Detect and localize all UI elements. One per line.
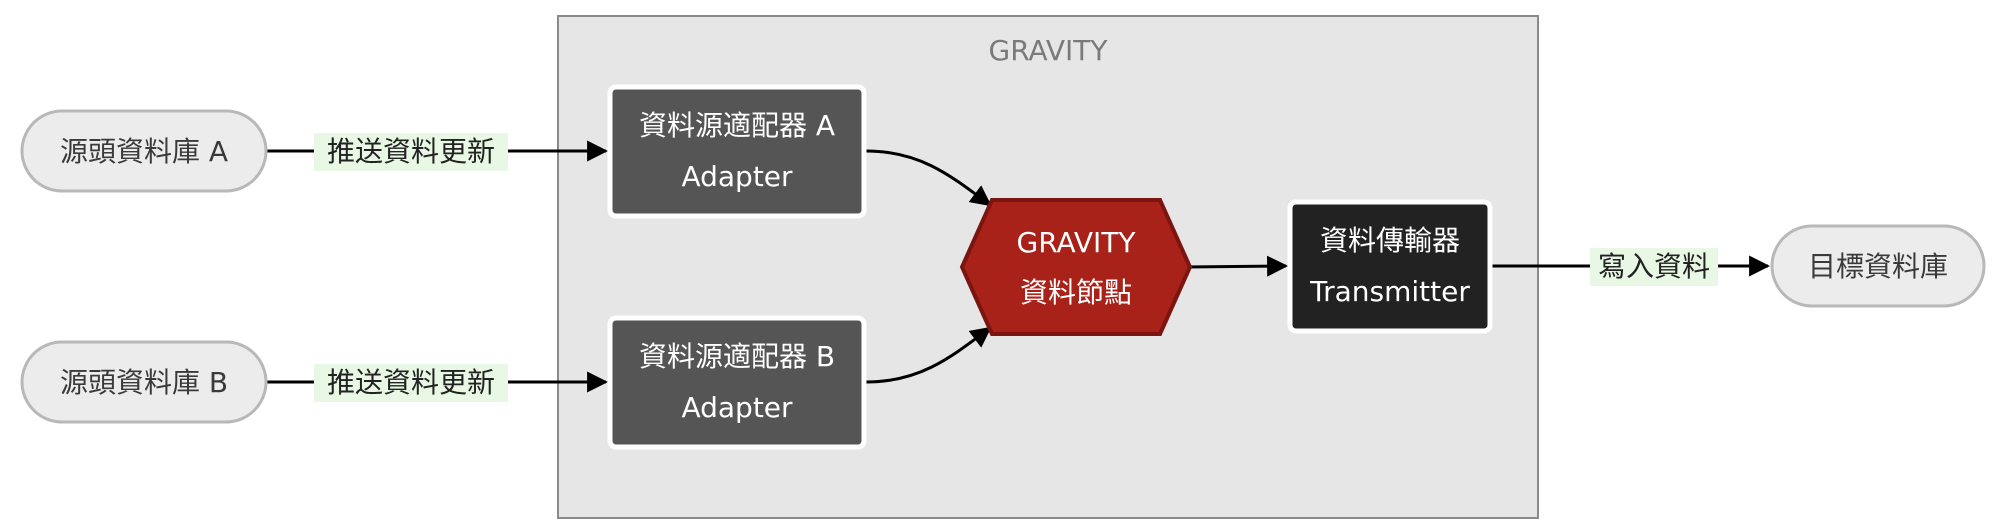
transmitter-subtitle: Transmitter: [1309, 275, 1470, 308]
source-db-b: 源頭資料庫 B: [20, 340, 268, 424]
edge-adapter-a-to-gravity: [865, 149, 992, 207]
source-db-a-label: 源頭資料庫 A: [60, 135, 228, 168]
target-db: 目標資料庫: [1770, 224, 1986, 308]
adapter-a-subtitle: Adapter: [681, 160, 793, 193]
edge-label-source-a: 推送資料更新: [314, 133, 508, 171]
adapter-b-title: 資料源適配器 B: [639, 340, 835, 373]
edge-label-write: 寫入資料: [1590, 248, 1718, 286]
source-db-b-label: 源頭資料庫 B: [60, 366, 228, 399]
adapter-a: 資料源適配器 A Adapter: [607, 84, 867, 219]
edge-label-write-text: 寫入資料: [1598, 250, 1710, 283]
edge-label-source-a-text: 推送資料更新: [327, 135, 495, 168]
adapter-b-subtitle: Adapter: [681, 391, 793, 424]
gravity-node-title: GRAVITY: [1017, 226, 1137, 259]
edge-label-source-b-text: 推送資料更新: [327, 366, 495, 399]
source-db-a: 源頭資料庫 A: [20, 109, 268, 193]
transmitter-node: 資料傳輸器 Transmitter: [1287, 199, 1493, 334]
edge-label-source-b: 推送資料更新: [314, 364, 508, 402]
adapter-b: 資料源適配器 B Adapter: [607, 315, 867, 450]
adapter-a-title: 資料源適配器 A: [639, 109, 835, 142]
transmitter-title: 資料傳輸器: [1320, 224, 1460, 257]
edge-gravity-to-transmitter: [1185, 255, 1289, 277]
gravity-node: GRAVITY 資料節點: [959, 198, 1193, 336]
target-db-label: 目標資料庫: [1808, 250, 1948, 283]
edge-adapter-b-to-gravity: [865, 326, 992, 384]
cluster-title: GRAVITY: [989, 34, 1109, 67]
gravity-node-subtitle: 資料節點: [1020, 276, 1132, 309]
